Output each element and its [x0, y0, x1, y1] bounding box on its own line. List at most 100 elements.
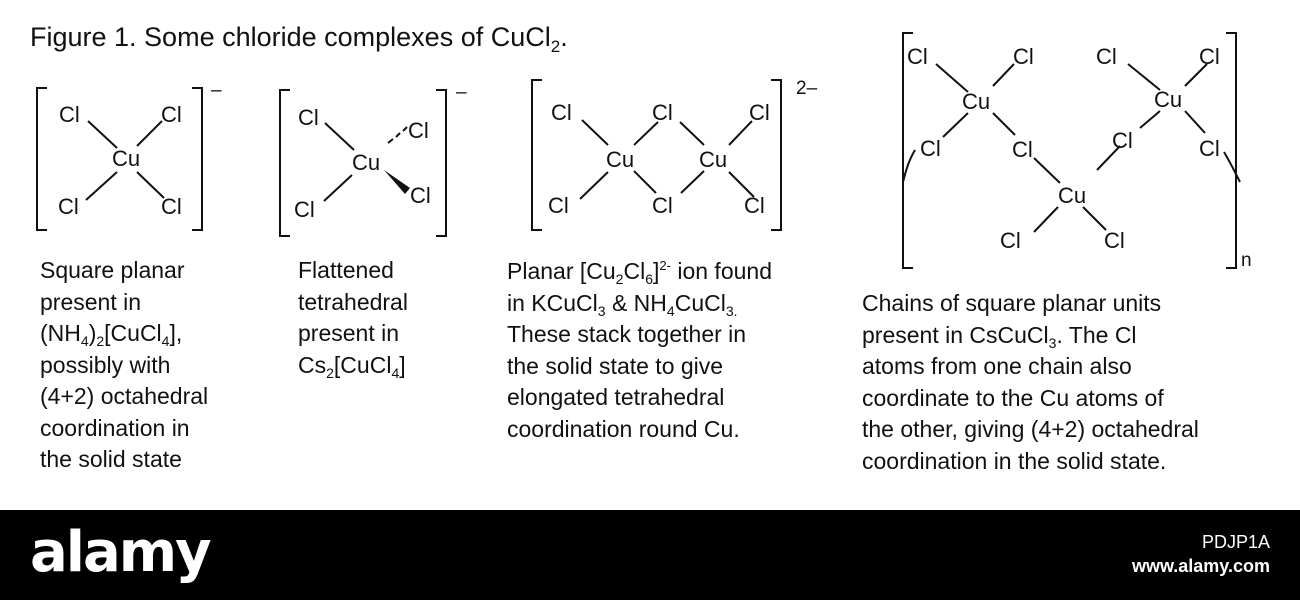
atom-cu: Cu — [1154, 87, 1182, 112]
atom-cl: Cl — [749, 100, 770, 125]
atom-cl: Cl — [652, 193, 673, 218]
caption-line: (4+2) octahedral — [40, 383, 209, 409]
atom-cu: Cu — [699, 147, 727, 172]
bond — [633, 121, 659, 146]
bond — [680, 170, 705, 194]
structure-chain — [902, 32, 1241, 269]
caption-line: present in CsCuCl3. The Cl — [862, 321, 1137, 351]
bond — [728, 120, 753, 146]
atom-cl: Cl — [1199, 136, 1220, 161]
chain-link — [1223, 151, 1241, 183]
atom-cl: Cl — [1112, 128, 1133, 153]
bond — [324, 122, 355, 151]
caption-line: present in — [298, 320, 400, 346]
atom-cl: Cl — [408, 118, 429, 143]
caption-line: Planar [Cu2Cl6]2- ion found — [507, 258, 772, 287]
bond — [1082, 206, 1107, 231]
figure-title-end: . — [560, 22, 568, 52]
atom-cl: Cl — [1000, 228, 1021, 253]
caption-line: tetrahedral — [298, 288, 408, 315]
atom-cl: Cl — [59, 102, 80, 127]
bond — [1096, 145, 1121, 171]
bond — [1184, 63, 1208, 87]
caption-line: possibly with — [40, 351, 171, 378]
caption-line: (NH4)2[CuCl4], — [40, 320, 183, 349]
atoms-square-planar: Cl Cl Cu Cl Cl – — [58, 80, 222, 219]
atom-cl: Cl — [58, 194, 79, 219]
structure-flattened-tetrahedral — [279, 89, 447, 237]
caption-line: the solid state to give — [507, 352, 724, 379]
bond — [1139, 110, 1161, 129]
caption-flattened-tetrahedral: Flattened tetrahedral present in Cs2[CuCl4] — [298, 255, 408, 381]
bond — [992, 63, 1015, 87]
structure-planar-dimer — [531, 79, 782, 231]
atom-cl: Cl — [298, 105, 319, 130]
figure-title: Figure 1. Some chloride complexes of CuC… — [30, 22, 568, 56]
atom-cu: Cu — [352, 150, 380, 175]
chemical-structures: Cl Cl Cu Cl Cl – Cl Cl Cu Cl Cl – — [36, 32, 1252, 271]
atom-cl: Cl — [161, 194, 182, 219]
atom-cl: Cl — [744, 193, 765, 218]
atom-cu: Cu — [112, 146, 140, 171]
atom-cu: Cu — [606, 147, 634, 172]
atom-cl: Cl — [294, 197, 315, 222]
bond — [85, 171, 118, 201]
bond — [1127, 63, 1161, 91]
atom-cl: Cl — [548, 193, 569, 218]
chain-link — [902, 149, 916, 183]
figure-title-text: Figure 1. Some chloride complexes of CuC… — [30, 22, 551, 52]
caption-line: coordination in — [40, 414, 190, 441]
atom-cl: Cl — [161, 102, 182, 127]
bond — [87, 120, 118, 149]
figure-title-subscript: 2 — [550, 37, 561, 56]
atoms-planar-dimer: Cl Cl Cl Cu Cu Cl Cl Cl 2– — [548, 78, 818, 218]
watermark-bar: alamy PDJP1A www.alamy.com — [0, 510, 1300, 600]
atom-cl: Cl — [652, 100, 673, 125]
caption-line: the solid state — [40, 446, 182, 472]
caption-line: present in — [40, 288, 142, 315]
caption-line: elongated tetrahedral — [507, 384, 725, 410]
image-id: PDJP1A — [1201, 532, 1270, 552]
atom-cu: Cu — [962, 89, 990, 114]
caption-line: atoms from one chain also — [862, 353, 1132, 379]
atom-cl: Cl — [907, 44, 928, 69]
atom-cl: Cl — [1012, 137, 1033, 162]
bond — [935, 63, 969, 93]
figure: Figure 1. Some chloride complexes of CuC… — [30, 22, 1252, 476]
right-bracket — [436, 89, 447, 237]
right-bracket — [1226, 32, 1237, 269]
bond — [633, 170, 657, 194]
atom-cu: Cu — [1058, 183, 1086, 208]
atoms-chain: Cl Cl Cl Cl Cu Cu Cl Cl Cl Cl Cu Cl Cl n — [907, 44, 1252, 271]
caption-line: These stack together in — [507, 321, 747, 347]
atom-cl: Cl — [1096, 44, 1117, 69]
left-bracket — [531, 79, 542, 231]
bond — [579, 171, 609, 200]
bond — [942, 112, 969, 138]
caption-square-planar: Square planar present in (NH4)2[CuCl4],pos… — [40, 255, 208, 476]
hashed-bond — [395, 132, 401, 138]
bond — [581, 119, 609, 146]
caption-line: Square planar — [40, 257, 185, 283]
right-bracket — [192, 87, 203, 231]
bond — [1033, 206, 1059, 233]
hashed-bond — [387, 138, 394, 144]
atom-cl: Cl — [1199, 44, 1220, 69]
structure-square-planar — [36, 87, 203, 231]
atom-cl: Cl — [1104, 228, 1125, 253]
caption-line: Cs2[CuCl4] — [298, 351, 406, 381]
charge-label: – — [456, 82, 467, 103]
caption-line: Flattened — [298, 257, 394, 283]
atom-cl: Cl — [920, 136, 941, 161]
caption-line: coordination round Cu. — [507, 415, 740, 442]
bond — [136, 171, 165, 199]
bond — [1184, 110, 1206, 134]
bond — [136, 120, 163, 147]
right-bracket — [771, 79, 782, 231]
left-bracket — [36, 87, 47, 231]
left-bracket — [902, 32, 913, 269]
wedge-bond — [384, 170, 410, 194]
left-bracket — [279, 89, 290, 237]
hashed-bond — [402, 126, 408, 132]
